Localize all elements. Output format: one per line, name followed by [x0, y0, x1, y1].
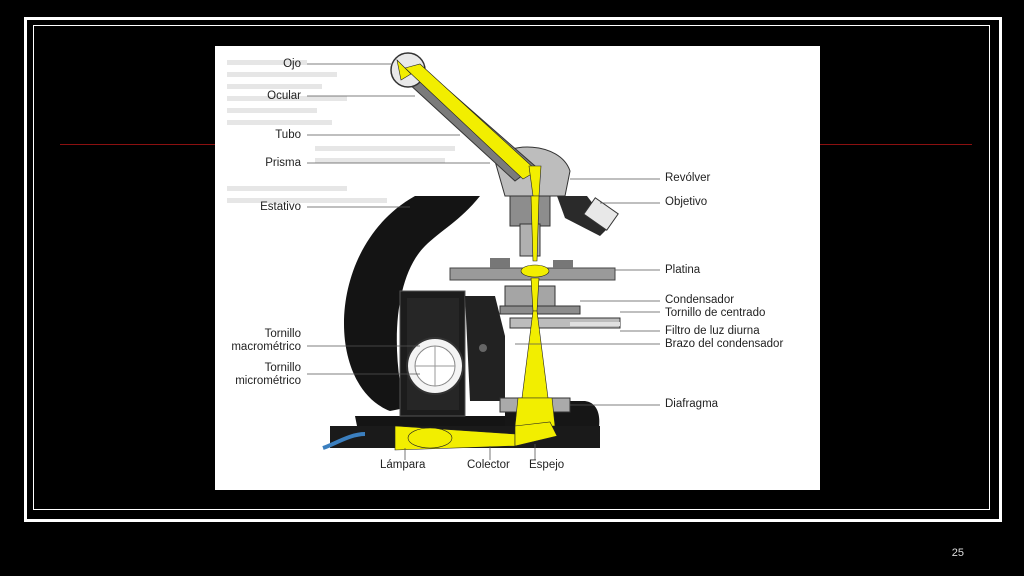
label-lampara: Lámpara: [380, 459, 426, 471]
label-micro-line2: micrométrico: [235, 375, 301, 387]
label-prisma: Prisma: [265, 157, 301, 169]
slide-number: 25: [951, 547, 964, 559]
label-macro-line1: Tornillo: [264, 328, 301, 340]
label-condensador: Condensador: [665, 294, 735, 306]
label-colector: Colector: [467, 459, 510, 471]
microscope-illustration: [227, 52, 660, 460]
label-estativo: Estativo: [260, 201, 301, 213]
label-macro-line2: macrométrico: [231, 341, 301, 353]
label-tubo: Tubo: [275, 129, 301, 141]
title-rule-left: [60, 144, 216, 145]
light-path: [394, 59, 558, 451]
label-diafragma: Diafragma: [665, 398, 719, 410]
faded-background-text: [227, 60, 455, 203]
label-brazo-condensador: Brazo del condensador: [665, 338, 784, 350]
microscope-diagram: Ojo Ocular Tubo Prisma Estativo Tornillo…: [215, 46, 820, 490]
label-tornillo-centrado: Tornillo de centrado: [665, 307, 766, 319]
label-revolver: Revólver: [665, 172, 711, 184]
label-filtro: Filtro de luz diurna: [665, 325, 760, 337]
title-rule-right: [820, 144, 972, 145]
label-objetivo: Objetivo: [665, 196, 708, 208]
label-ocular: Ocular: [267, 90, 301, 102]
leader-lines: [307, 63, 660, 460]
label-platina: Platina: [665, 264, 701, 276]
label-espejo: Espejo: [529, 459, 565, 471]
label-micro-line1: Tornillo: [264, 362, 301, 374]
label-ojo: Ojo: [283, 58, 301, 70]
slide-frame-outer: [24, 17, 1002, 522]
slide-frame-inner: [33, 25, 990, 510]
